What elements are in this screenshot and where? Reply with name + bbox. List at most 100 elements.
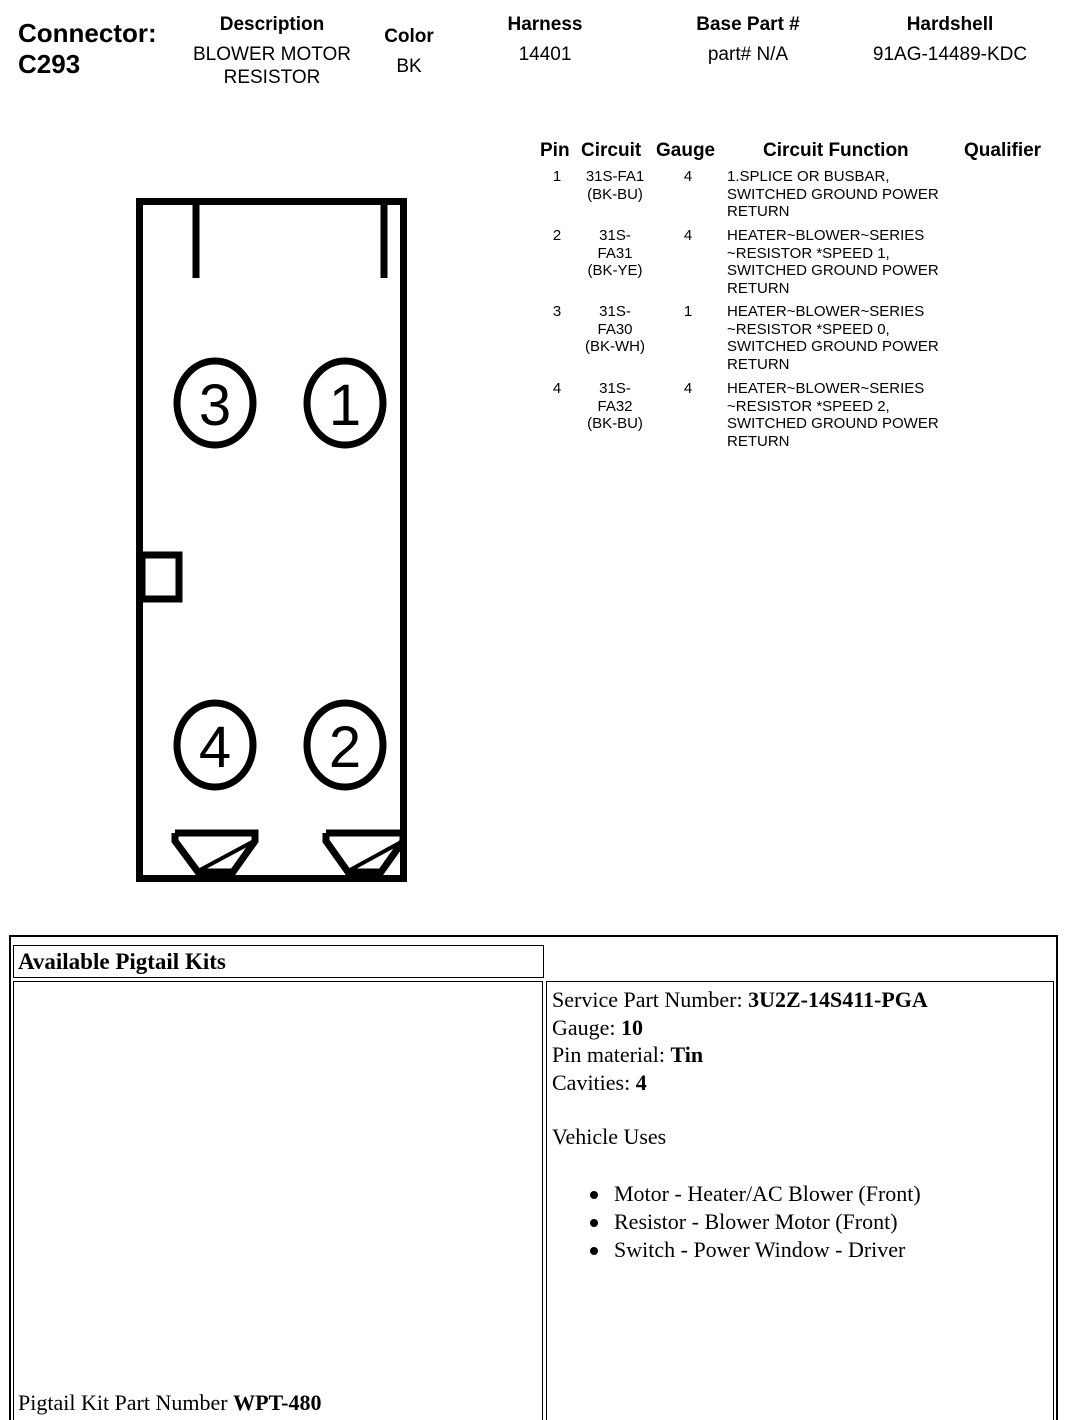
side-key <box>138 551 183 603</box>
row-3-circuit-line: (BK-WH) <box>585 338 645 355</box>
row-2-function-line: SWITCHED GROUND POWER <box>727 262 939 279</box>
row-4-circuit-line: 31S- <box>599 380 631 397</box>
row-2-circuit-line: (BK-YE) <box>587 262 643 279</box>
row-4-function: HEATER~BLOWER~SERIES ~RESISTOR *SPEED 2,… <box>727 380 939 450</box>
row-3-circuit-line: FA30 <box>597 320 633 338</box>
pigtail-section-title: Available Pigtail Kits <box>18 949 226 974</box>
pin-cavity-3 <box>173 357 257 449</box>
row-2-function-line: RETURN <box>727 279 790 297</box>
row-2-function-line: HEATER~BLOWER~SERIES <box>727 227 925 244</box>
row-2-circuit: 31S- FA31 (BK-YE) <box>574 227 656 280</box>
pin-cavity-4 <box>173 699 257 791</box>
row-4-function-line: RETURN <box>727 432 790 450</box>
description-line-1: BLOWER MOTOR <box>193 44 351 65</box>
kit-part-label: Pigtail Kit Part Number <box>18 1389 234 1415</box>
pin-label-2: 2 <box>329 715 361 780</box>
row-3-function-line: SWITCHED GROUND POWER <box>727 338 939 355</box>
row-2-pin: 2 <box>552 227 562 244</box>
gauge-value: 10 <box>621 1014 644 1040</box>
harness-label: Harness <box>507 14 583 35</box>
row-4-circuit-line: (BK-BU) <box>587 415 643 432</box>
pin-cavity-1 <box>303 357 387 449</box>
connector-label: Connector: <box>18 18 157 48</box>
service-part-label: Service Part Number: <box>552 987 749 1012</box>
latch-right-detail <box>349 839 404 872</box>
base-part-value: part# N/A <box>707 44 789 65</box>
row-2-function: HEATER~BLOWER~SERIES ~RESISTOR *SPEED 1,… <box>727 227 939 297</box>
gauge-col-header: Gauge <box>656 140 716 161</box>
row-1-circuit: 31S-FA1 (BK-BU) <box>574 168 656 203</box>
row-1-function-line: RETURN <box>727 203 790 220</box>
row-2-function-line: ~RESISTOR *SPEED 1, <box>727 244 890 262</box>
vehicle-use-item: Switch - Power Window - Driver <box>552 1236 1048 1264</box>
row-4-function-line: SWITCHED GROUND POWER <box>727 415 939 432</box>
pigtail-details-cell: Service Part Number: 3U2Z-14S411-PGA Gau… <box>546 981 1054 1420</box>
kit-part-value: WPT-480 <box>233 1389 322 1415</box>
qualifier-col-header: Qualifier <box>964 140 1042 161</box>
row-1-gauge: 4 <box>683 168 693 185</box>
row-3-function-line: RETURN <box>727 355 790 373</box>
row-3-function: HEATER~BLOWER~SERIES ~RESISTOR *SPEED 0,… <box>727 303 939 373</box>
pigtail-outer-frame <box>9 935 1058 1420</box>
pin-material-value: Tin <box>670 1042 704 1067</box>
connector-id: C293 <box>18 49 81 79</box>
row-3-circuit: 31S- FA30 (BK-WH) <box>574 303 656 356</box>
row-1-circuit-line: 31S-FA1 <box>585 168 645 185</box>
row-4-pin: 4 <box>552 380 562 397</box>
latch-left <box>171 829 259 876</box>
row-4-circuit: 31S- FA32 (BK-BU) <box>574 380 656 433</box>
description-label: Description <box>219 14 325 35</box>
row-4-circuit-line: FA32 <box>597 397 633 415</box>
hardshell-label: Hardshell <box>906 14 994 35</box>
service-part-value: 3U2Z-14S411-PGA <box>748 987 928 1012</box>
pin-cavity-2 <box>303 699 387 791</box>
harness-value: 14401 <box>518 44 572 65</box>
row-3-gauge: 1 <box>683 303 693 320</box>
pin-label-1: 1 <box>329 373 361 438</box>
row-4-function-line: ~RESISTOR *SPEED 2, <box>727 397 890 415</box>
connector-diagram: 3 1 4 2 <box>136 198 407 882</box>
vehicle-use-item: Resistor - Blower Motor (Front) <box>552 1208 1048 1236</box>
pigtail-image-cell: Pigtail Kit Part Number WPT-480 <box>13 981 543 1420</box>
row-1-pin: 1 <box>552 168 562 185</box>
pin-material-label: Pin material: <box>552 1042 671 1067</box>
latch-right <box>322 829 407 876</box>
circuit-col-header: Circuit <box>581 140 642 161</box>
pin-label-4: 4 <box>199 715 231 780</box>
pin-material-row: Pin material: Tin <box>552 1041 1048 1069</box>
row-2-gauge: 4 <box>683 227 693 244</box>
gauge-row: Gauge: 10 <box>552 1014 1048 1042</box>
vehicle-use-item: Motor - Heater/AC Blower (Front) <box>552 1180 1048 1208</box>
function-col-header: Circuit Function <box>763 140 909 161</box>
row-1-function-line: SWITCHED GROUND POWER <box>727 185 939 203</box>
color-label: Color <box>384 26 434 47</box>
pigtail-title-cell: Available Pigtail Kits <box>13 945 544 978</box>
hardshell-value: 91AG-14489-KDC <box>872 44 1028 65</box>
row-2-circuit-line: 31S- <box>599 227 631 244</box>
row-4-gauge: 4 <box>683 380 693 397</box>
vehicle-uses-list: Motor - Heater/AC Blower (Front) Resisto… <box>552 1180 1048 1264</box>
description-line-2: RESISTOR <box>223 67 321 88</box>
row-4-function-line: HEATER~BLOWER~SERIES <box>727 380 925 397</box>
pigtail-title-spacer <box>546 945 1054 978</box>
connector-housing-outline <box>136 198 407 882</box>
description-value: BLOWER MOTOR RESISTOR <box>172 43 372 89</box>
row-1-circuit-line: (BK-BU) <box>587 185 643 203</box>
row-3-pin: 3 <box>552 303 562 320</box>
connector-heading: Connector: C293 <box>18 18 157 80</box>
base-part-label: Base Part # <box>696 14 800 35</box>
row-3-function-line: ~RESISTOR *SPEED 0, <box>727 320 890 338</box>
gauge-label: Gauge: <box>552 1014 622 1040</box>
row-1-function: 1.SPLICE OR BUSBAR, SWITCHED GROUND POWE… <box>727 168 939 221</box>
vehicle-uses-label: Vehicle Uses <box>552 1124 667 1149</box>
cavities-row: Cavities: 4 <box>552 1069 1048 1097</box>
row-1-function-line: 1.SPLICE OR BUSBAR, <box>727 168 890 185</box>
row-3-circuit-line: 31S- <box>599 303 631 320</box>
pin-col-header: Pin <box>540 140 570 161</box>
cavities-value: 4 <box>635 1069 647 1095</box>
pigtail-kit-part-number: Pigtail Kit Part Number WPT-480 <box>18 1389 322 1417</box>
pin-label-3: 3 <box>199 373 231 438</box>
service-part-row: Service Part Number: 3U2Z-14S411-PGA <box>552 986 1048 1014</box>
row-3-function-line: HEATER~BLOWER~SERIES <box>727 303 925 320</box>
cavities-label: Cavities: <box>552 1069 636 1095</box>
